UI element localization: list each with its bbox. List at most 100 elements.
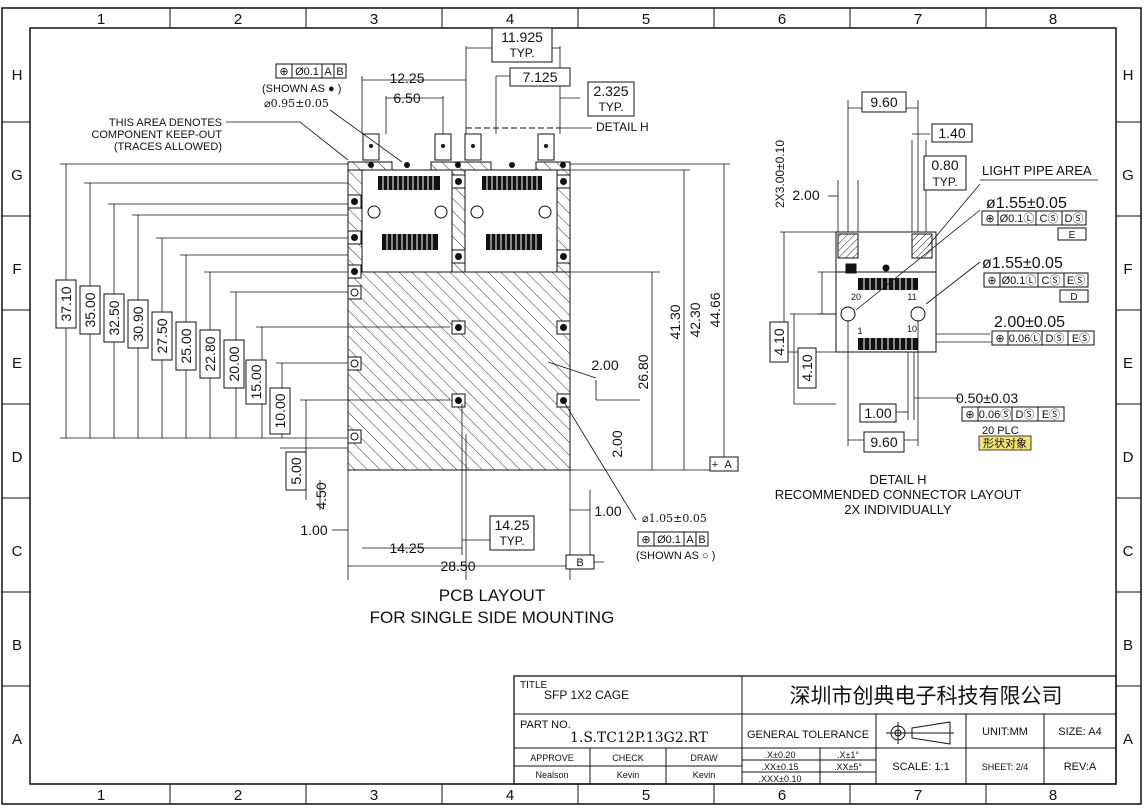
hole-spec-2: ø1.55±0.05 <box>982 255 1063 272</box>
svg-text:0.06Ⓛ: 0.06Ⓛ <box>1009 332 1041 345</box>
row-label-left: E <box>12 355 22 372</box>
row-label-right: A <box>1123 731 1133 748</box>
dim-14-25-left: 14.25 <box>389 540 424 556</box>
svg-text:+: + <box>712 459 718 471</box>
tol-2: .XX±0.15 <box>762 762 799 772</box>
row-label-left: D <box>12 449 23 466</box>
tol-1: .X±0.20 <box>765 750 796 760</box>
col-label-bottom: 5 <box>642 787 650 804</box>
cage-holes <box>347 144 571 444</box>
general-tolerance: GENERAL TOLERANCE <box>747 729 869 741</box>
connector-footprints <box>361 127 560 273</box>
unit: UNIT:MM <box>982 726 1028 738</box>
title-block: TITLE SFP 1X2 CAGE 深圳市创典电子科技有限公司 PART NO… <box>513 675 1117 785</box>
bottom-dimension-lines <box>319 480 604 567</box>
detail-pin-labels: 20 11 1 10 <box>851 292 917 336</box>
right-dimension-values: 26.80 41.30 42.30 44.66 2.00 2.00 1.00 <box>591 292 723 519</box>
detail-dim-lines <box>780 100 996 446</box>
dim-30-90: 30.90 <box>130 306 146 341</box>
detail-caption: DETAIL H RECOMMENDED CONNECTOR LAYOUT 2X… <box>775 472 1022 517</box>
svg-text:2X INDIVIDUALLY: 2X INDIVIDUALLY <box>844 502 952 517</box>
dim-26-80: 26.80 <box>635 354 651 389</box>
svg-text:0.06Ⓢ: 0.06Ⓢ <box>979 408 1011 421</box>
svg-text:1: 1 <box>857 326 862 336</box>
row-label-right: C <box>1123 543 1134 560</box>
dim-6-50: 6.50 <box>393 90 420 106</box>
svg-text:⊕: ⊕ <box>985 213 994 225</box>
check-label: CHECK <box>612 753 644 763</box>
svg-text:CⓈ: CⓈ <box>1040 212 1059 225</box>
datum-a: A + <box>709 456 739 472</box>
fcf-bottom-datum-a: A <box>686 534 694 546</box>
row-label-left: F <box>12 261 21 278</box>
fcf-top-symbol: ⊕ <box>279 66 288 78</box>
col-label-bottom: 1 <box>97 787 105 804</box>
plc-count: 20 PLC <box>982 425 1019 437</box>
row-label-right: G <box>1122 167 1134 184</box>
detail-dim-values: 9.60 1.40 0.80 TYP. 2X3.00±0.10 2.00 4.1… <box>771 94 966 450</box>
approve-label: APPROVE <box>530 753 574 763</box>
row-label-right: D <box>1123 449 1134 466</box>
detail-dim-9-60-bottom: 9.60 <box>870 434 897 450</box>
tol-3: .XXX±0.10 <box>759 774 802 784</box>
detail-dim-4-10-b: 4.10 <box>799 354 815 381</box>
svg-text:EⓈ: EⓈ <box>1067 274 1085 287</box>
dim-27-50: 27.50 <box>154 318 170 353</box>
datum-a-label: A <box>724 459 732 471</box>
dim-15-00: 15.00 <box>248 364 264 399</box>
right-dimension-lines <box>547 163 736 560</box>
dim-5-00: 5.00 <box>288 457 304 484</box>
dim-25-00: 25.00 <box>178 328 194 363</box>
dim-11-925: 11.925 <box>501 29 543 45</box>
fcf-bottom-symbol: ⊕ <box>641 534 650 546</box>
approve-name: Nealson <box>535 770 568 780</box>
dim-2-00-right: 2.00 <box>591 357 618 373</box>
company-name: 深圳市创典电子科技有限公司 <box>790 685 1063 708</box>
col-label-top: 7 <box>914 11 922 28</box>
row-label-left: B <box>12 637 22 654</box>
row-label-right: B <box>1123 637 1133 654</box>
svg-text:DⓈ: DⓈ <box>1046 332 1065 345</box>
part-number: 1.S.TC12P.13G2.RT <box>570 730 708 746</box>
fcf-bottom-tolerance: Ø0.1 <box>657 534 681 546</box>
row-label-left: C <box>12 543 23 560</box>
pad-spec: 2.00±0.05 <box>994 314 1065 331</box>
revision: REV:A <box>1064 761 1097 773</box>
dim-2-325: 2.325 <box>593 83 628 99</box>
datum-d-label: D <box>1070 292 1077 303</box>
dim-35-00: 35.00 <box>82 292 98 327</box>
row-label-left: H <box>12 67 23 84</box>
draw-label: DRAW <box>690 753 718 763</box>
title-label: TITLE <box>520 680 548 691</box>
fcf-detail-1: ⊕ Ø0.1Ⓛ CⓈ DⓈ <box>981 210 1087 226</box>
size: SIZE: A4 <box>1058 726 1101 738</box>
datum-b-label: B <box>576 557 583 569</box>
hole-dim-bottom: ⌀1.05±0.05 <box>642 512 707 525</box>
dim-20-00: 20.00 <box>226 346 242 381</box>
dim-4-50: 4.50 <box>313 482 329 509</box>
col-label-bottom: 6 <box>778 787 786 804</box>
col-label-top: 4 <box>506 11 514 28</box>
svg-text:THIS AREA DENOTES: THIS AREA DENOTES <box>109 117 222 129</box>
dim-22-80: 22.80 <box>202 336 218 371</box>
svg-text:DⓈ: DⓈ <box>1016 408 1035 421</box>
dim-2-325-typ: TYP. <box>598 100 623 114</box>
pcb-layout: 37.10 35.00 32.50 30.90 27.50 25.00 22.8… <box>55 27 739 627</box>
keepout-note: THIS AREA DENOTES COMPONENT KEEP-OUT (TR… <box>91 117 222 153</box>
dim-2-00-vertical: 2.00 <box>609 430 625 457</box>
pcb-title: PCB LAYOUT FOR SINGLE SIDE MOUNTING <box>370 586 615 627</box>
svg-text:DⓈ: DⓈ <box>1065 212 1084 225</box>
fcf-detail-3: ⊕ 0.06Ⓛ DⓈ EⓈ <box>991 330 1095 346</box>
dim-14-25-typ-label: TYP. <box>499 534 524 548</box>
col-label-bottom: 7 <box>914 787 922 804</box>
draw-name: Kevin <box>693 770 716 780</box>
svg-text:DETAIL H: DETAIL H <box>869 472 926 487</box>
hole-spec-1: ø1.55±0.05 <box>986 195 1067 212</box>
fcf-bottom: ⊕ Ø0.1 A B <box>637 531 709 547</box>
detail-dim-4-10-a: 4.10 <box>771 328 787 355</box>
keepout-hatch <box>347 161 571 471</box>
top-boxed-dims: 11.925 TYP. 7.125 2.325 TYP. <box>491 27 635 117</box>
light-pipe-area: LIGHT PIPE AREA <box>982 163 1092 178</box>
datum-e: E <box>1057 227 1087 241</box>
